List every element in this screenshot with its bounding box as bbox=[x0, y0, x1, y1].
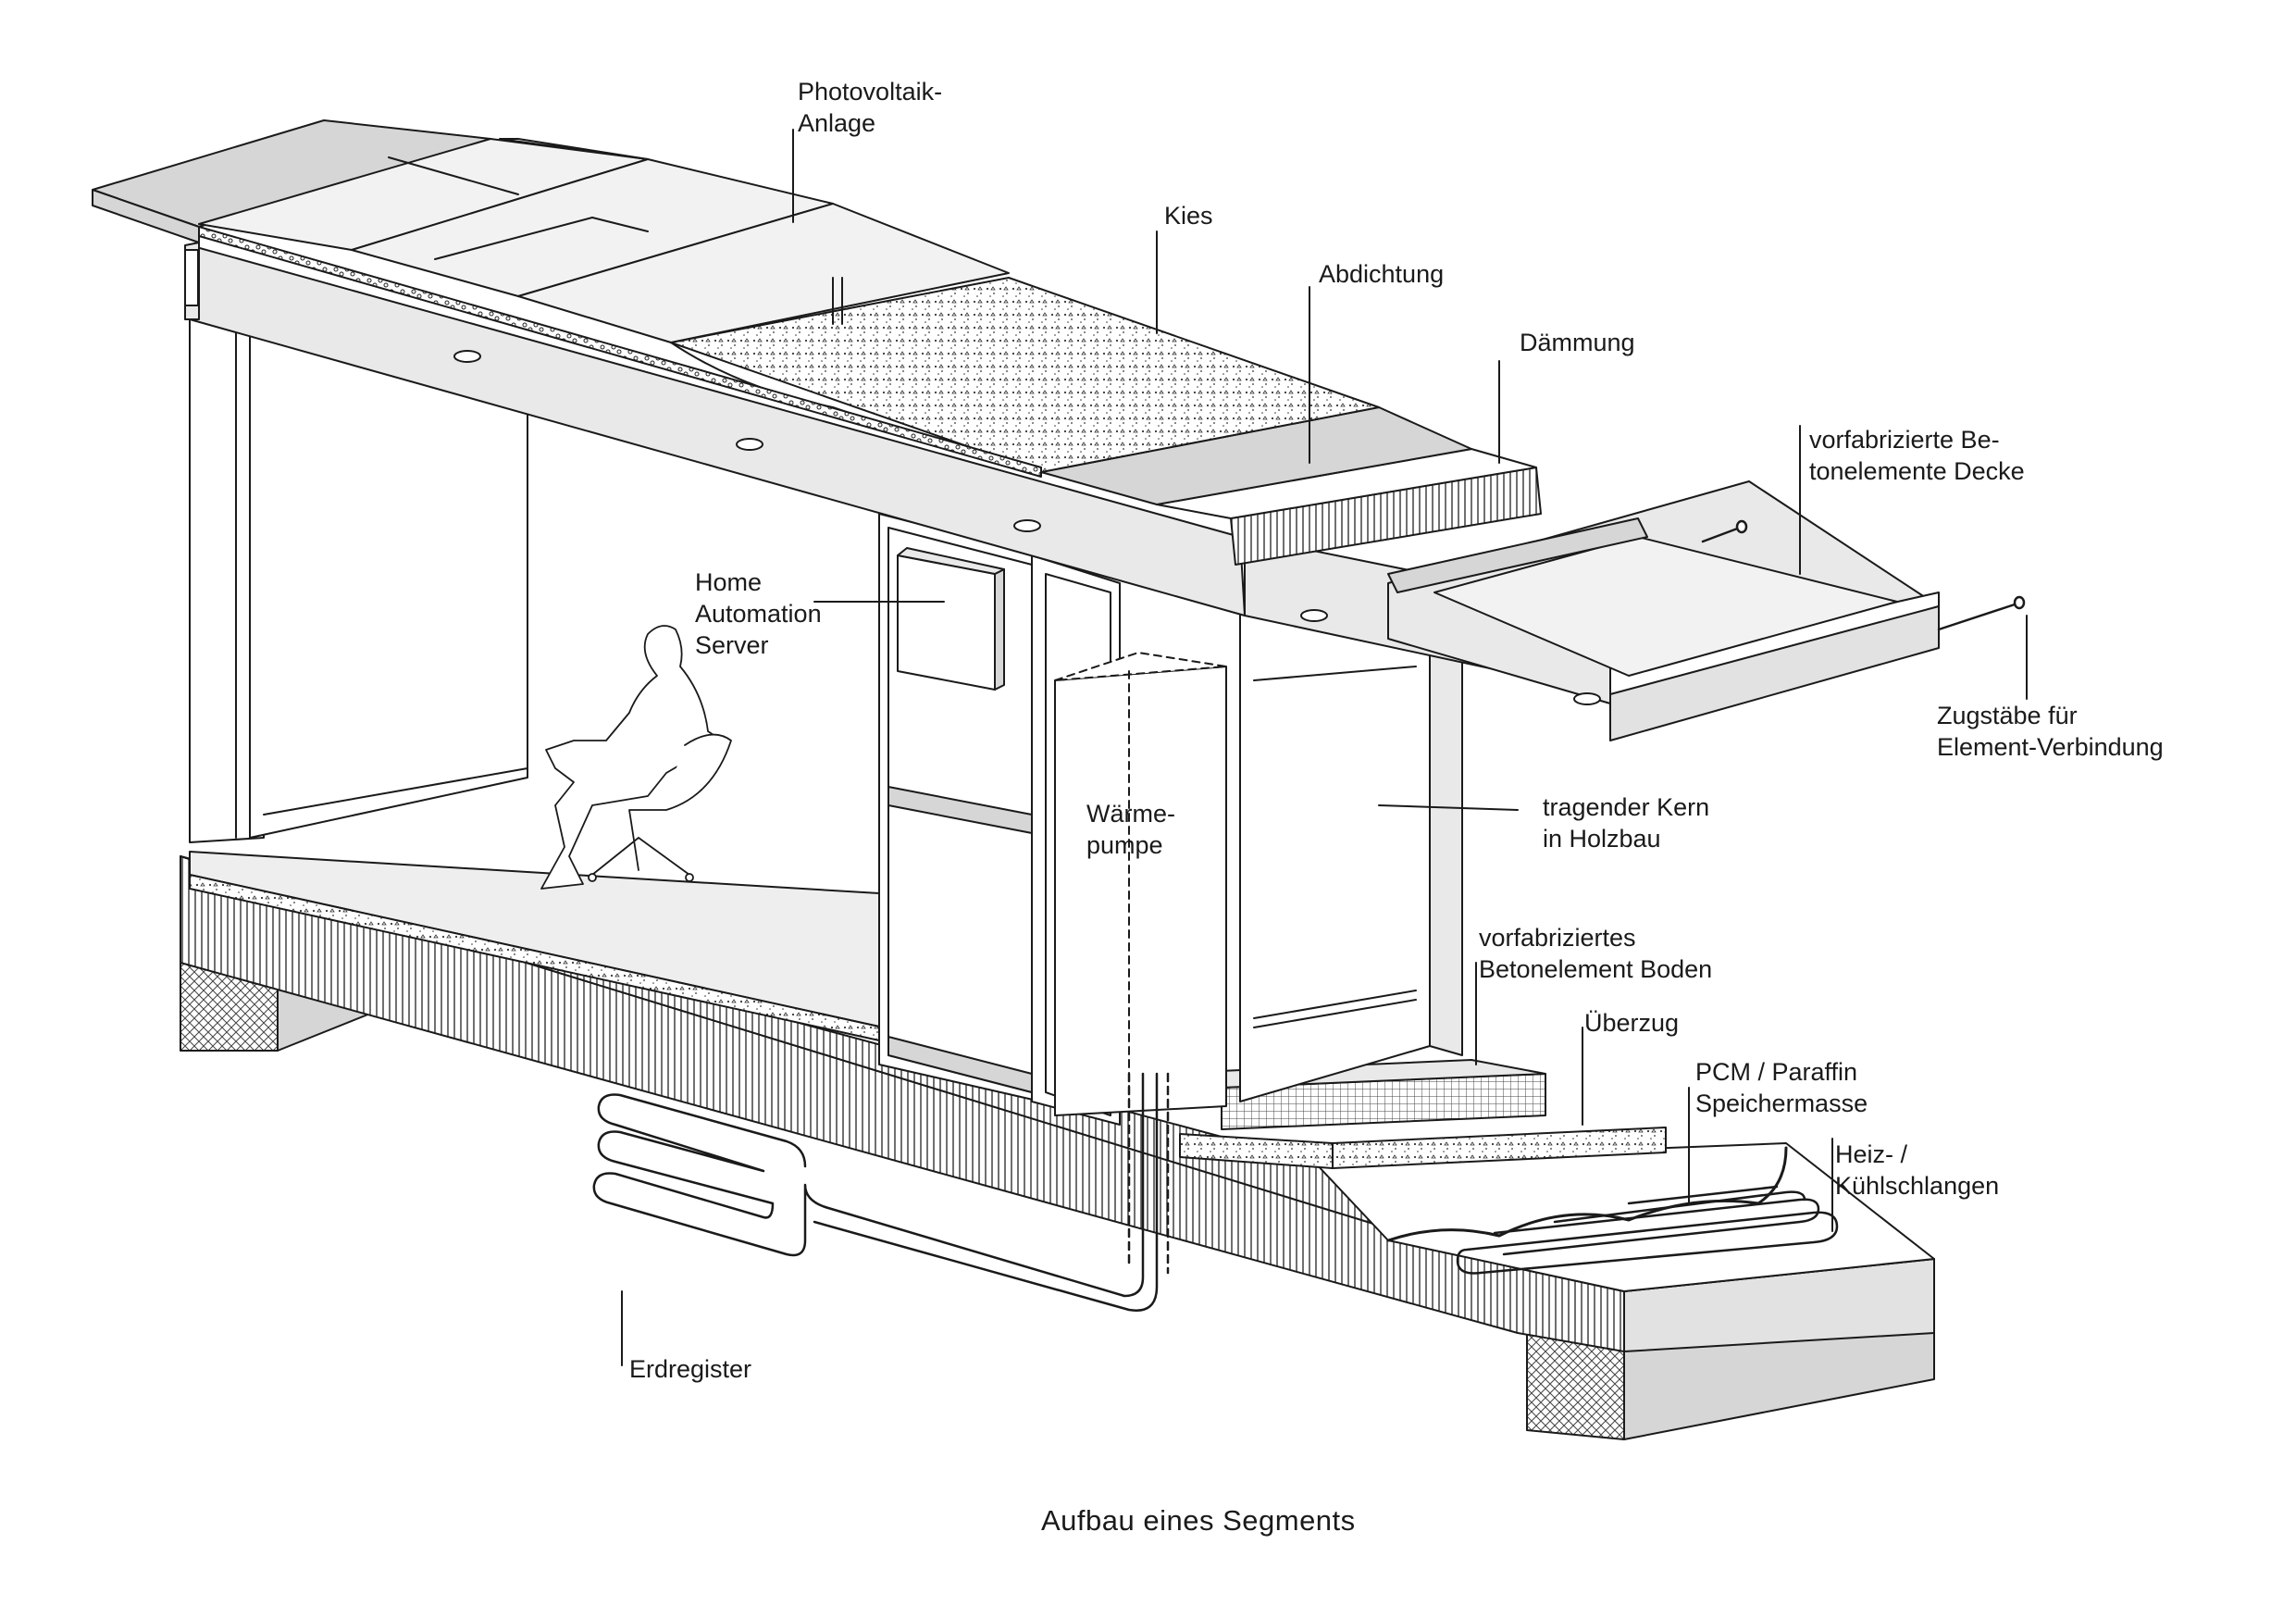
tension-rods bbox=[1701, 519, 2026, 631]
label-erdregister: Erdregister bbox=[629, 1353, 751, 1385]
label-line: Anlage bbox=[798, 109, 876, 137]
label-line: Dämmung bbox=[1520, 329, 1635, 356]
beam-fasteners bbox=[453, 350, 1601, 705]
label-line: Element-Verbindung bbox=[1937, 733, 2164, 761]
label-kies: Kies bbox=[1164, 200, 1213, 231]
photovoltaic-panels bbox=[198, 138, 1010, 343]
label-line: Wärme- bbox=[1086, 800, 1175, 828]
label-line: Überzug bbox=[1584, 1009, 1680, 1037]
label-ueberzug: Überzug bbox=[1584, 1007, 1679, 1039]
server-cabinet bbox=[897, 547, 1005, 691]
seated-person bbox=[540, 625, 732, 890]
label-photovoltaik: Photovoltaik- Anlage bbox=[798, 76, 942, 139]
heat-pump-unit bbox=[1054, 652, 1227, 1116]
label-zugstaebe: Zugstäbe für Element-Verbindung bbox=[1937, 700, 2164, 763]
figure-caption: Aufbau eines Segments bbox=[1041, 1504, 1356, 1537]
label-line: PCM / Paraffin bbox=[1695, 1058, 1858, 1086]
label-betonelemente-decke: vorfabrizierte Be- tonelemente Decke bbox=[1809, 424, 2025, 487]
ueberzug-layer bbox=[1179, 1127, 1667, 1169]
label-line: vorfabriziertes bbox=[1479, 924, 1636, 952]
label-betonelement-boden: vorfabriziertes Betonelement Boden bbox=[1479, 922, 1712, 985]
label-tragender-kern: tragender Kern in Holzbau bbox=[1543, 791, 1709, 854]
label-heiz-kuehl: Heiz- / Kühlschlangen bbox=[1835, 1139, 1999, 1202]
label-daemmung: Dämmung bbox=[1520, 327, 1635, 358]
insulation-layer bbox=[1156, 448, 1542, 566]
ceiling-element bbox=[1387, 480, 1940, 741]
label-line: vorfabrizierte Be- bbox=[1809, 426, 2000, 454]
label-line: Automation bbox=[695, 600, 822, 628]
label-line: Speichermasse bbox=[1695, 1090, 1868, 1117]
label-line: Home bbox=[695, 568, 763, 596]
label-line: Abdichtung bbox=[1319, 260, 1445, 288]
label-line: in Holzbau bbox=[1543, 825, 1661, 853]
ground-register-pipes bbox=[592, 1072, 1170, 1312]
core-wall-right bbox=[1239, 610, 1463, 1102]
pcm-layer bbox=[1386, 1146, 1788, 1242]
label-line: Zugstäbe für bbox=[1937, 702, 2078, 729]
label-line: Betonelement Boden bbox=[1479, 955, 1713, 983]
label-line: tragender Kern bbox=[1543, 793, 1710, 821]
label-waermepumpe: Wärme- pumpe bbox=[1086, 798, 1175, 861]
heating-cooling-coils bbox=[1456, 1185, 1839, 1275]
label-line: pumpe bbox=[1086, 831, 1163, 859]
roof-edge bbox=[92, 119, 491, 320]
label-home-automation: Home Automation Server bbox=[695, 567, 822, 661]
leader-lines bbox=[621, 129, 2028, 1366]
label-line: Server bbox=[695, 631, 769, 659]
label-line: tonelemente Decke bbox=[1809, 457, 2025, 485]
label-line: Heiz- / bbox=[1835, 1140, 1908, 1168]
floor-element bbox=[1156, 1059, 1546, 1130]
label-line: Kies bbox=[1164, 202, 1213, 230]
label-line: Photovoltaik- bbox=[798, 78, 943, 106]
label-abdichtung: Abdichtung bbox=[1319, 258, 1444, 290]
label-line: Erdregister bbox=[629, 1355, 752, 1383]
foundation-right bbox=[1526, 1327, 1935, 1440]
left-glass-wall bbox=[189, 314, 528, 843]
label-pcm: PCM / Paraffin Speichermasse bbox=[1695, 1056, 1868, 1119]
gravel-layer bbox=[198, 226, 1380, 478]
label-line: Kühlschlangen bbox=[1835, 1172, 2000, 1200]
